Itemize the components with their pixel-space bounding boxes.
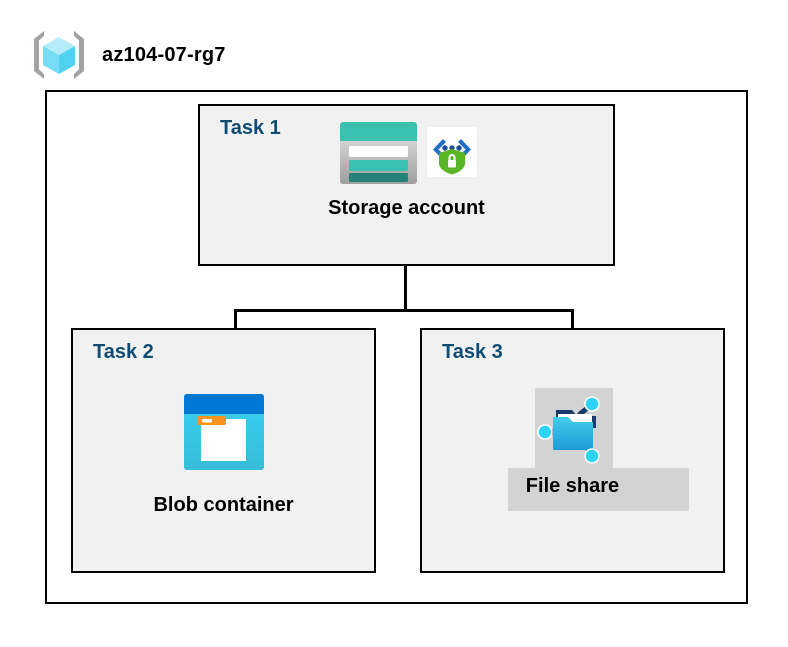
- file-share-node[interactable]: File share: [420, 390, 725, 506]
- task-3-label: Task 3: [442, 341, 503, 363]
- task-3-group: Task 3: [420, 328, 725, 573]
- task-1-label: Task 1: [220, 117, 281, 139]
- storage-account-icon-row: [336, 116, 477, 188]
- blob-container-node[interactable]: Blob container: [71, 390, 376, 517]
- connector-storage-trunk: [404, 266, 407, 311]
- storage-account-caption: Storage account: [328, 197, 485, 219]
- blob-container-caption: Blob container: [153, 494, 294, 516]
- file-share-icon: [534, 390, 612, 468]
- task-2-label: Task 2: [93, 341, 154, 363]
- connector-spreader: [234, 309, 574, 312]
- storage-account-node[interactable]: Storage account: [198, 116, 615, 220]
- blob-container-icon: [179, 390, 269, 475]
- file-share-label-selection-highlight: [508, 468, 689, 511]
- storage-account-icon: [336, 116, 421, 188]
- resource-group-title: az104-07-rg7: [102, 43, 226, 66]
- file-share-caption: File share: [525, 475, 620, 497]
- resource-group-header: az104-07-rg7: [30, 26, 226, 84]
- resource-group-icon: [30, 28, 88, 82]
- secure-endpoint-badge-icon: [427, 127, 477, 177]
